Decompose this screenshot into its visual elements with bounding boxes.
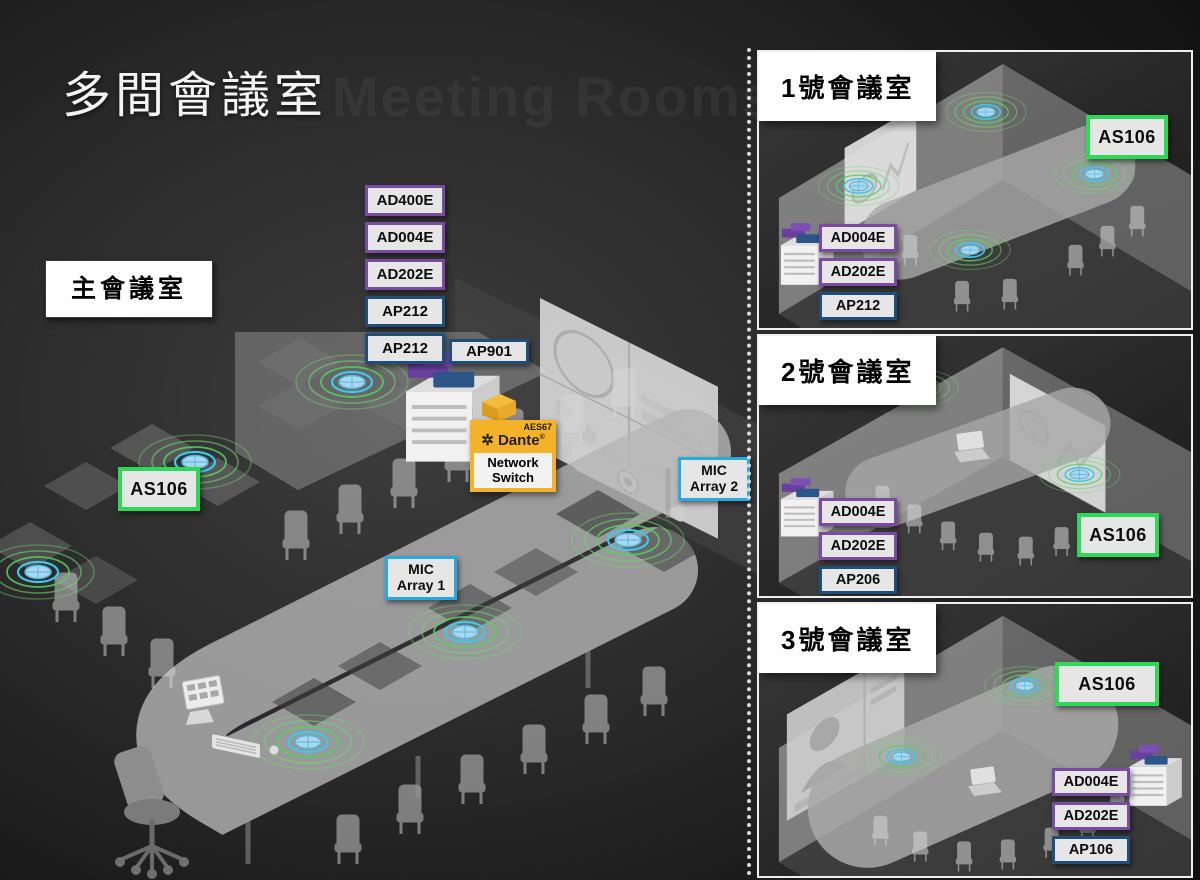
device-chip: AP212 [365,333,445,364]
device-chip: AD004E [1052,768,1130,796]
dante-brand: ✲ Dante® [481,432,545,449]
room-title: 3號會議室 [759,604,937,673]
device-chip: AD202E [1052,802,1130,830]
room-2-panel: 2號會議室 AS106 AD004E AD202E AP206 [757,334,1193,598]
room-title: 1號會議室 [759,52,937,121]
room-title: 2號會議室 [759,336,937,405]
device-column: AD004E AD202E AP206 [819,498,897,594]
page-title: 多間會議室 [62,69,328,123]
device-column: AD004E AD202E AP212 [819,224,897,320]
mouse [269,745,279,755]
office-chair [114,746,189,879]
device-chip: AP206 [819,566,897,594]
device-chip-ap901: AP901 [449,339,529,364]
device-chip: AD202E [819,258,897,286]
watermark-text: Meeting Rooms [332,65,775,128]
network-switch-label: Network Switch [474,453,552,489]
room-3-panel: 3號會議室 AS106 AD004E AD202E AP106 [757,602,1193,878]
device-chip: AD202E [365,259,445,290]
keyboard [212,734,260,758]
main-room-scene [0,278,760,879]
dante-network-switch-card: AES67 ✲ Dante® Network Switch [470,420,556,493]
main-device-stack: AD400E AD004E AD202E AP212 AP212 [365,185,445,364]
device-chip: AD004E [819,224,897,252]
dotted-separator [747,48,751,876]
dante-logo-icon: ✲ [481,432,494,449]
device-chip: AD202E [819,532,897,560]
network-switch-device [482,394,516,422]
device-chip: AD400E [365,185,445,216]
as106-label: AS106 [118,467,200,511]
as106-label: AS106 [1077,513,1159,557]
table-legs [209,468,671,864]
device-column: AD004E AD202E AP106 [1052,768,1130,864]
room-3-scene [778,615,1191,876]
touch-panel [181,675,279,758]
main-room-label: 主會議室 [45,260,213,318]
conference-table [136,409,731,835]
device-chip: AD004E [365,222,445,253]
device-chip: AP212 [365,296,445,327]
device-chip: AP212 [819,292,897,320]
device-chip: AD004E [819,498,897,526]
aes67-label: AES67 [523,422,552,432]
laptop [968,766,1002,797]
laptop [954,430,990,463]
device-chip: AP106 [1052,836,1130,864]
as106-label: AS106 [1086,115,1168,159]
room-1-panel: 1號會議室 AS106 AD004E AD202E AP212 [757,50,1193,330]
as106-label: AS106 [1055,662,1159,706]
